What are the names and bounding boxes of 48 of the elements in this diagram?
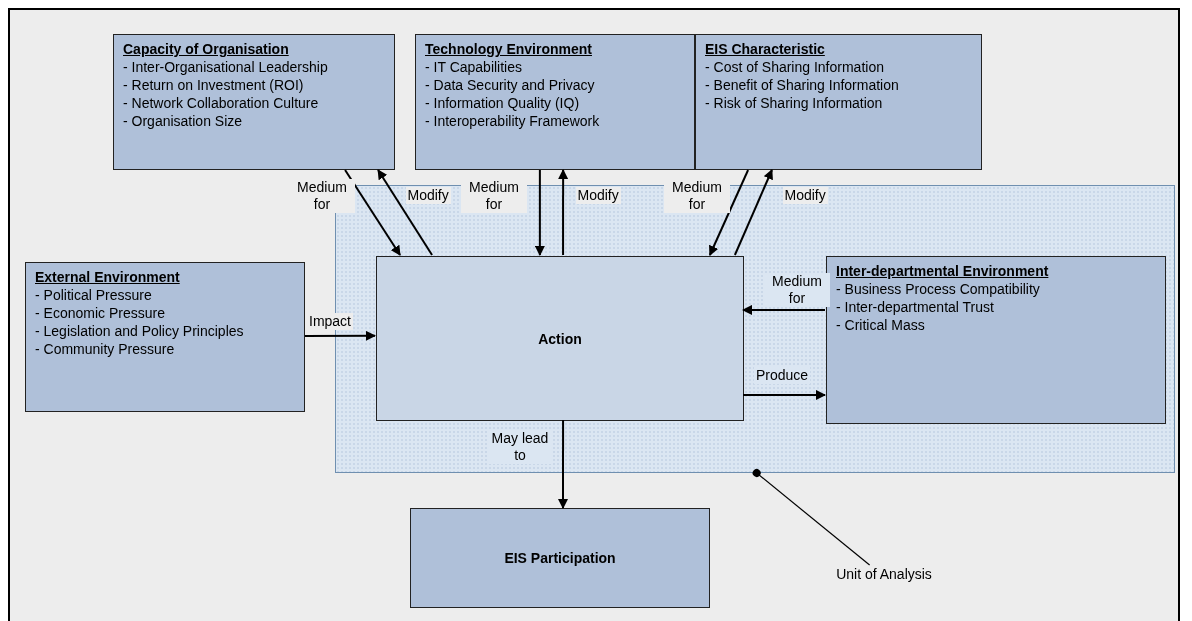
list-item: - Inter-Organisational Leadership [123,58,328,76]
list-item: - Legislation and Policy Principles [35,322,244,340]
arrow [558,419,568,509]
list-item: - Community Pressure [35,340,175,358]
callout-text: Unit of Analysis [836,565,932,605]
list-item: - Data Security and Privacy [425,76,595,94]
list-item: - Organisation Size [123,112,243,130]
list-item: - Interoperability Framework [425,112,600,130]
list-item: - Return on Investment (ROI) [123,76,304,94]
list-item: - Economic Pressure [35,304,165,322]
arrow [534,169,545,256]
list-item: - Cost of Sharing Information [705,58,884,76]
box-title: EIS Participation [504,549,616,567]
leader-line [752,469,871,566]
box-heading: Inter-departmental Environment [836,262,1049,280]
arrow [304,330,376,341]
edge-label: Medium for [461,179,527,213]
list-item: - Business Process Compatibility [836,280,1040,298]
factor-box [25,262,305,412]
arrow [708,169,750,256]
arrow [742,304,826,315]
list-item: - IT Capabilities [425,58,522,76]
edge-label: Medium for [664,179,730,213]
arrow [733,169,773,256]
list-item: - Inter-departmental Trust [836,298,994,316]
factor-box [695,34,982,170]
list-item: - Information Quality (IQ) [425,94,580,112]
edge-label: May lead to [487,430,553,464]
box-title: Action [538,329,582,348]
box-heading: Technology Environment [425,40,592,58]
box-heading: Capacity of Organisation [123,40,289,58]
factor-box [113,34,395,170]
box-heading: External Environment [35,268,180,286]
arrow [377,169,434,256]
list-item: - Benefit of Sharing Information [705,76,899,94]
factor-box [826,256,1166,424]
arrow [558,169,569,256]
arrow [742,389,826,400]
edge-label: Medium for [764,273,830,307]
list-item: - Critical Mass [836,316,925,334]
factor-box [410,508,710,608]
action-box [376,256,744,421]
list-item: - Political Pressure [35,286,152,304]
box-heading: EIS Characteristic [705,40,825,58]
list-item: - Risk of Sharing Information [705,94,883,112]
arrow [344,169,401,256]
list-item: - Network Collaboration Culture [123,94,319,112]
factor-box [415,34,695,170]
